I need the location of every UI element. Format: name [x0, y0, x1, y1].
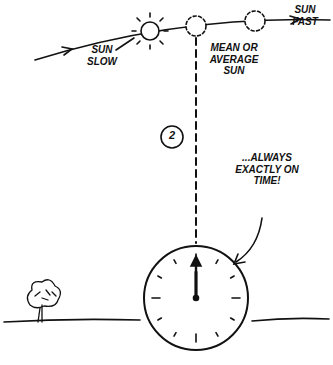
sun-label: MEAN OR AVERAGE SUN	[206, 42, 262, 77]
clock-tick	[231, 318, 234, 320]
clock-tick	[216, 333, 218, 336]
fast-sun	[245, 11, 265, 31]
callout-arrow	[236, 218, 262, 262]
clock-tick	[195, 334, 197, 342]
leader-line	[116, 38, 134, 50]
ground-line	[4, 319, 140, 322]
path-arrowhead	[62, 47, 72, 55]
mean-sun	[186, 16, 206, 36]
ground-line	[252, 318, 329, 321]
clock-tick	[232, 297, 240, 299]
clock-tick	[216, 260, 218, 263]
meridian-line	[195, 38, 197, 243]
sun-label: SUN FAST	[286, 4, 324, 27]
callout-number: 2	[164, 129, 180, 142]
clock-tick	[152, 297, 160, 299]
clock-tick	[231, 276, 234, 278]
clock-tick	[174, 260, 176, 263]
clock-tick	[158, 276, 161, 278]
sun-label: SUN SLOW	[84, 44, 120, 67]
sun-path	[35, 20, 330, 61]
note-text: ...ALWAYS EXACTLY ON TIME!	[232, 152, 302, 187]
slow-sun	[132, 13, 168, 49]
clock-tick	[158, 318, 161, 320]
clock	[144, 246, 248, 350]
clock-tick	[174, 333, 176, 336]
callout-arrowhead	[234, 254, 245, 264]
callout-circle	[161, 126, 183, 148]
tree	[27, 280, 60, 322]
